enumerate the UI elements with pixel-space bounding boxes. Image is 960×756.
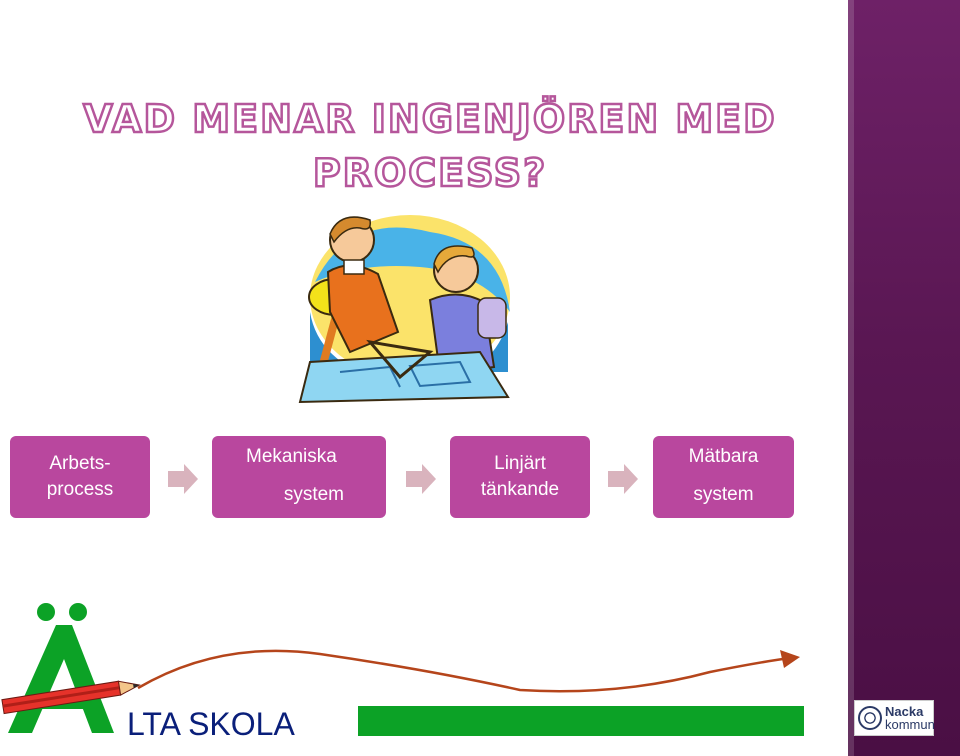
process-step-4: Mätbara system xyxy=(653,436,794,518)
arrow-3-shape xyxy=(608,464,638,494)
nacka-logo-sub: kommun xyxy=(885,717,935,732)
person-left-collar xyxy=(343,259,365,275)
process-step-4-line-1: Mätbara xyxy=(688,446,759,467)
person-right-backpack xyxy=(477,297,507,339)
process-step-2-line-1: Mekaniska xyxy=(246,446,337,467)
trajectory-arrowhead xyxy=(780,650,800,668)
nacka-seal-icon xyxy=(858,706,882,730)
drafting-table xyxy=(298,350,510,404)
alta-skola-logo xyxy=(1,603,141,733)
trajectory-curve xyxy=(137,649,800,693)
footer-green-bar xyxy=(358,706,804,736)
nacka-kommun-logo: Nacka kommun xyxy=(854,700,935,736)
umlaut-dot-right xyxy=(69,603,87,621)
nacka-logo-name: Nacka xyxy=(885,704,924,719)
drafting-triangle xyxy=(366,339,434,380)
pencil-lead xyxy=(133,684,140,688)
process-step-3-line-2: tänkande xyxy=(480,479,560,500)
arrow-1-shape xyxy=(168,464,198,494)
person-right-hair xyxy=(433,245,475,274)
chevron-arrow-right-icon xyxy=(168,464,198,494)
person-left-hair xyxy=(329,216,372,244)
title-line-2: PROCESS? xyxy=(312,150,548,197)
side-band-highlight xyxy=(848,0,854,756)
nacka-logo-text: Nacka kommun xyxy=(885,705,935,731)
side-band-decoration xyxy=(848,0,960,756)
engineers-drafting-illustration xyxy=(298,215,510,404)
chevron-arrow-right-icon xyxy=(608,464,638,494)
process-step-1: Arbets- process xyxy=(10,436,150,518)
title-line-1: VAD MENAR INGENJÖREN MED xyxy=(82,96,777,143)
process-step-4-line-2: system xyxy=(693,484,754,505)
slide-title: VAD MENAR INGENJÖREN MED PROCESS? xyxy=(60,92,800,200)
process-step-3: Linjärt tänkande xyxy=(450,436,590,518)
chevron-arrow-right-icon xyxy=(406,464,436,494)
pencil-icon xyxy=(1,680,141,715)
school-name: LTA SKOLA xyxy=(127,706,295,742)
process-step-3-line-1: Linjärt xyxy=(494,453,546,474)
trajectory-path xyxy=(137,649,791,693)
process-step-1-line-2: process xyxy=(46,479,114,500)
letter-a-mark xyxy=(8,625,114,733)
process-step-2-line-2: system xyxy=(283,484,344,505)
pencil-stripe xyxy=(2,686,120,708)
arrow-2-shape xyxy=(406,464,436,494)
umlaut-dot-left xyxy=(37,603,55,621)
process-step-1-line-1: Arbets- xyxy=(49,453,111,474)
process-step-2: Mekaniska system xyxy=(212,436,386,518)
